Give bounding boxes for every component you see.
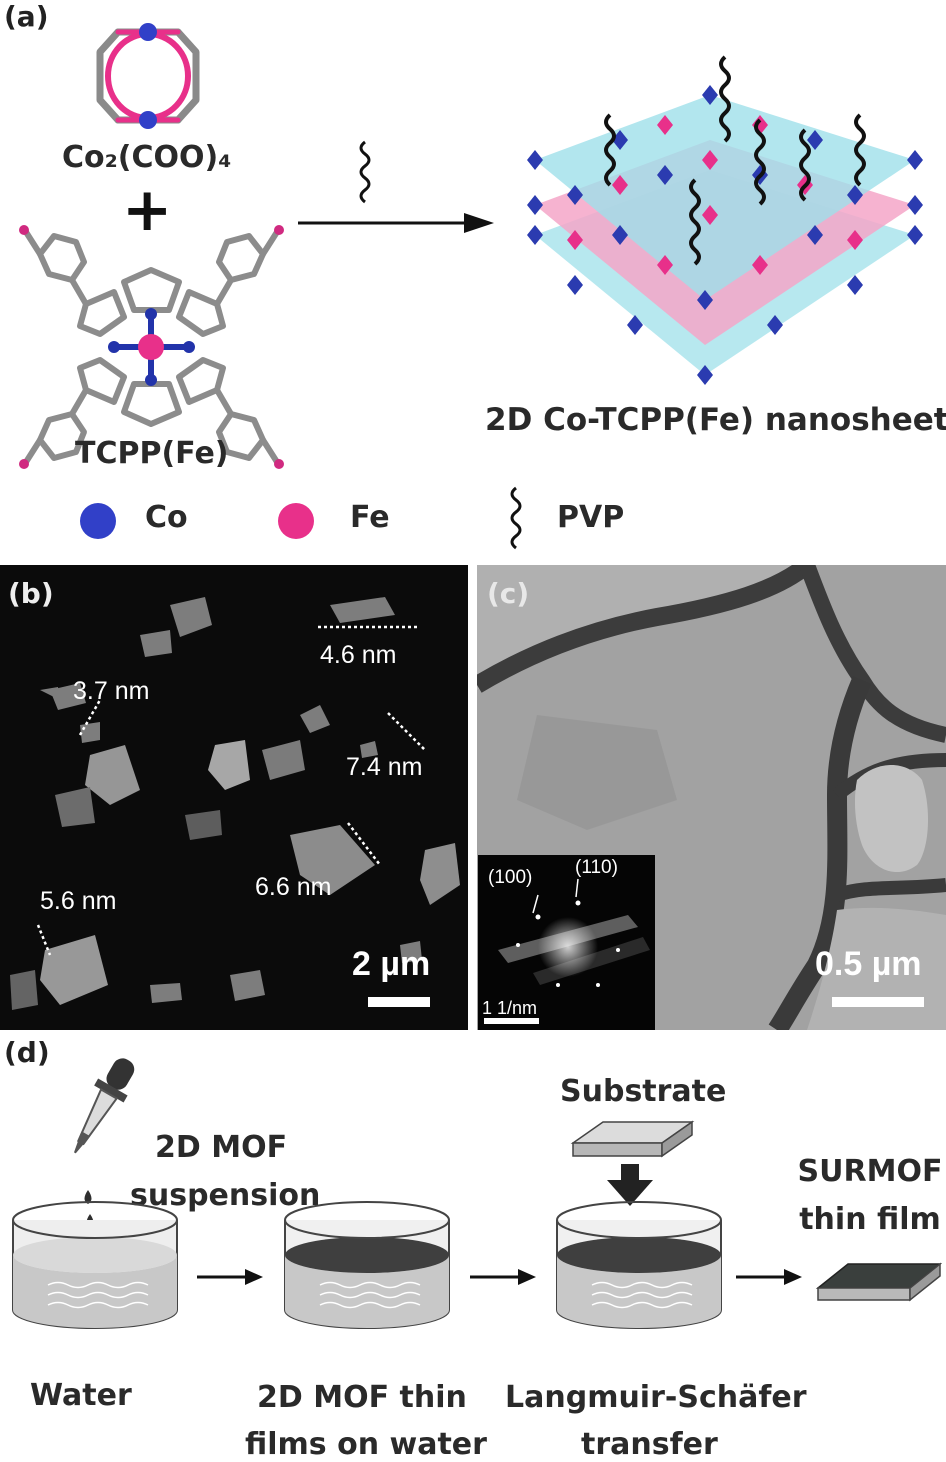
surmof-label-line2: thin film [795, 1202, 945, 1237]
panel-d-label: (d) [4, 1036, 50, 1069]
cobalt-atom-bottom [139, 111, 157, 129]
saed-inset: (100) (110) 1 1/nm [478, 855, 655, 1030]
thickness-label-4: 6.6 nm [255, 873, 331, 902]
saed-scale-bar-label: 1 1/nm [482, 998, 537, 1019]
thickness-label-3: 7.4 nm [346, 753, 422, 782]
step-label-3-line2: transfer [581, 1427, 718, 1462]
cobalt-paddlewheel-cluster [88, 10, 208, 140]
step-label-2-line1: 2D MOF thin [257, 1380, 467, 1415]
cobalt-legend-marker [80, 503, 116, 539]
reaction-arrow-icon [296, 208, 496, 238]
nanosheet-stack [515, 55, 935, 395]
legend-pvp-label: PVP [557, 500, 624, 535]
substrate-slab [570, 1118, 695, 1166]
tem-scale-bar-label: 0.5 µm [815, 945, 922, 984]
thickness-label-1: 4.6 nm [320, 641, 396, 670]
step-label-3-line1: Langmuir-Schäfer [505, 1380, 807, 1415]
step-arrow-3 [734, 1265, 804, 1289]
step-label-2-line2: films on water [245, 1427, 487, 1462]
panel-a-label: (a) [4, 0, 49, 33]
saed-label-110: (110) [575, 857, 618, 879]
legend-fe-label: Fe [350, 500, 390, 535]
suspension-label-line1: 2D MOF [155, 1130, 287, 1165]
step-arrow-1 [195, 1265, 265, 1289]
thickness-label-2: 3.7 nm [73, 677, 149, 706]
thickness-label-5: 5.6 nm [40, 887, 116, 916]
afm-scale-bar-label: 2 µm [352, 945, 430, 984]
saed-label-100: (100) [488, 867, 532, 889]
panel-b-label: (b) [8, 577, 54, 610]
legend-co-label: Co [145, 500, 188, 535]
iron-legend-marker [278, 503, 314, 539]
beaker-film-on-water [280, 1200, 455, 1335]
surmof-label-line1: SURMOF [795, 1154, 945, 1189]
pvp-legend-icon [505, 486, 527, 554]
step-label-water: Water [30, 1378, 132, 1413]
ligand-label: TCPP(Fe) [75, 436, 229, 471]
pvp-squiggle-icon [355, 140, 375, 208]
step-arrow-2 [468, 1265, 538, 1289]
cluster-label: Co₂(COO)₄ [62, 140, 231, 175]
surmof-thin-film [815, 1258, 943, 1308]
panel-c-label: (c) [487, 577, 529, 610]
beaker-transfer [552, 1200, 727, 1335]
cobalt-atom-top [139, 23, 157, 41]
afm-image: (b) 4.6 nm 3.7 nm 7.4 nm 6.6 nm 5.6 nm 2… [0, 565, 468, 1030]
substrate-label: Substrate [560, 1074, 726, 1109]
beaker-water [8, 1200, 183, 1335]
product-label: 2D Co-TCPP(Fe) nanosheets [485, 402, 946, 438]
iron-center [138, 334, 164, 360]
